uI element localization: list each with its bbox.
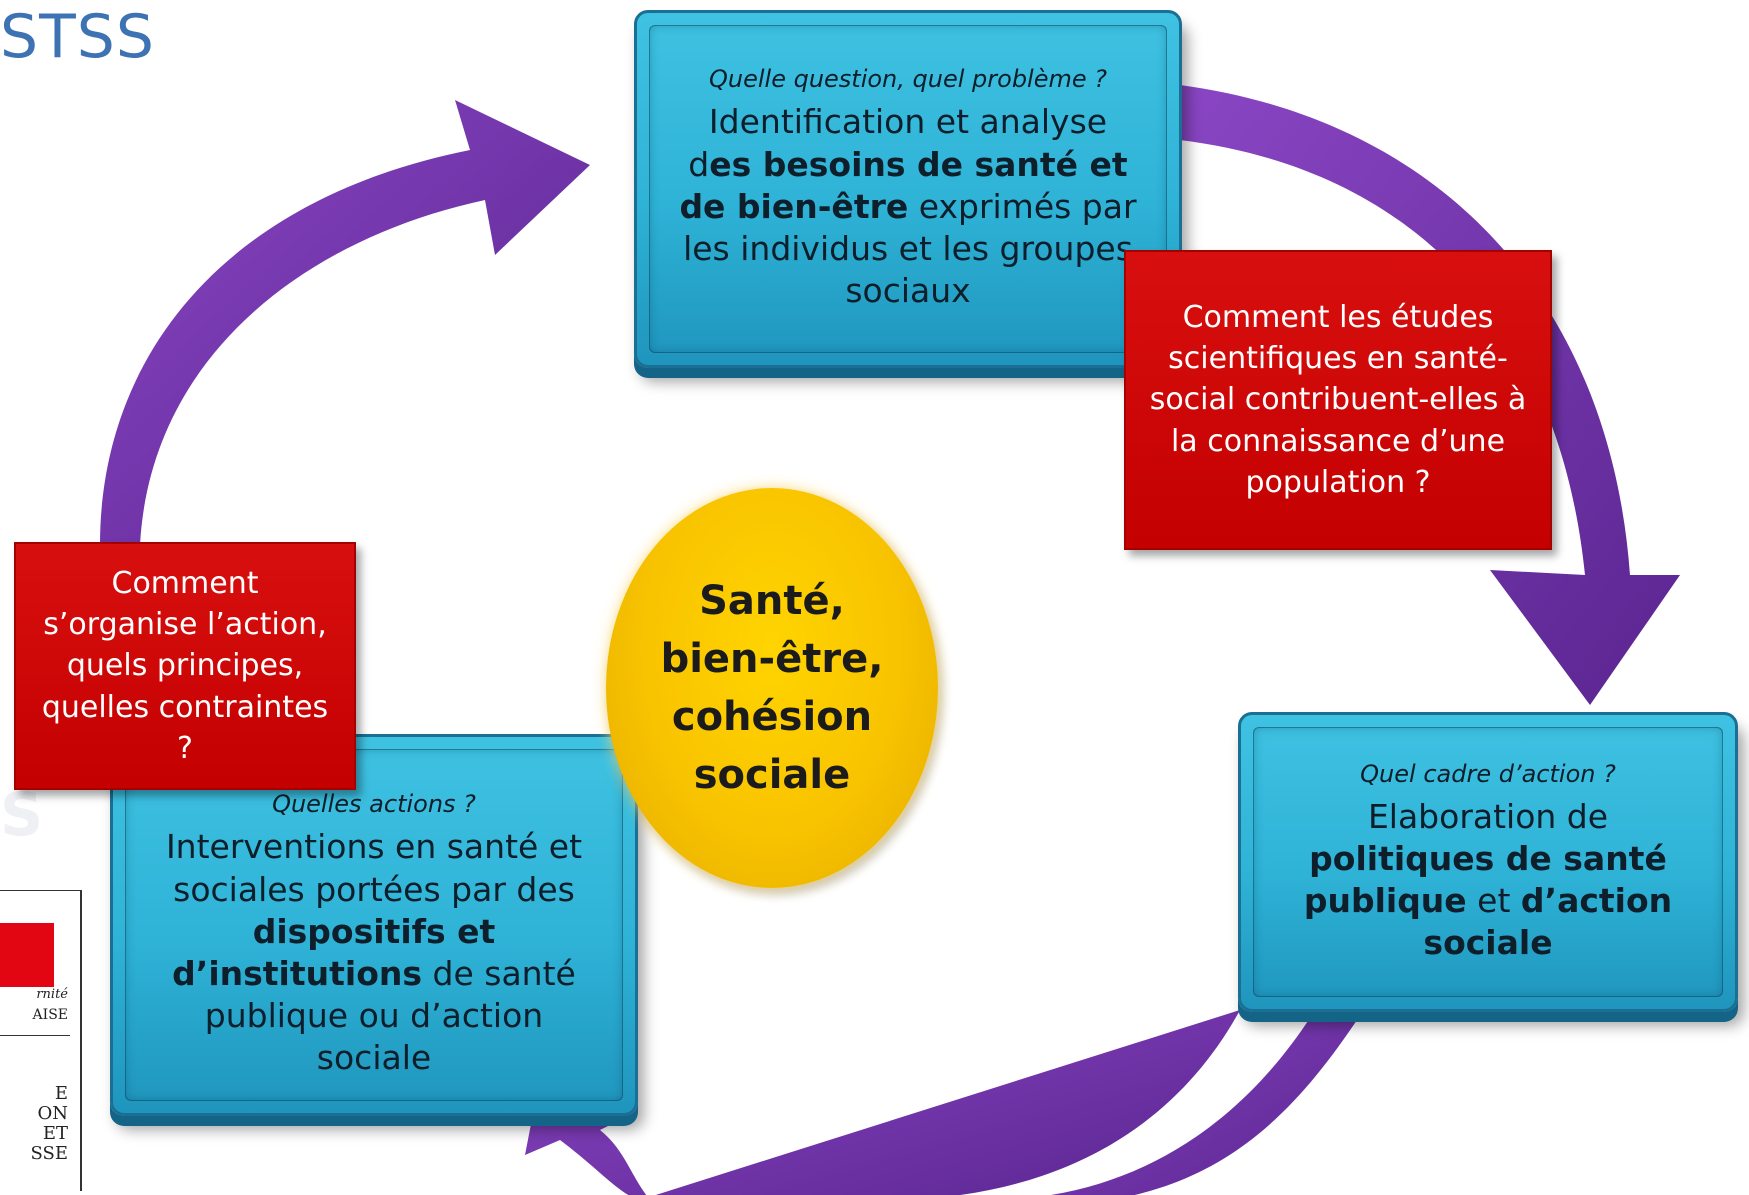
- question-organisation-text: Comment s’organise l’action, quels princ…: [41, 565, 329, 767]
- step-needs-text: Identification et analyse des besoins de…: [679, 102, 1137, 311]
- institution-logo: rnité AISE E ON ET SSE: [0, 890, 82, 1191]
- question-organisation-box: Comment s’organise l’action, quels princ…: [14, 542, 356, 790]
- step-actions-box: Quelles actions ? Interventions en santé…: [110, 734, 638, 1116]
- arrow-policies-to-actions: [525, 1000, 1240, 1195]
- step-needs-box: Quelle question, quel problème ? Identif…: [634, 10, 1182, 368]
- step-actions-text: Interventions en santé et sociales porté…: [165, 827, 583, 1078]
- logo-fragment-4: ON: [37, 1103, 68, 1124]
- question-studies-text: Comment les études scientifiques en sant…: [1149, 299, 1527, 501]
- step-policies-box: Quel cadre d’action ? Elaboration de pol…: [1238, 712, 1738, 1012]
- center-label: Santé, bien-être, cohésion sociale: [660, 578, 884, 798]
- logo-fragment-6: SSE: [30, 1143, 69, 1164]
- step-policies-question: Quel cadre d’action ?: [1360, 759, 1616, 788]
- logo-divider: [0, 1035, 70, 1036]
- step-needs-question: Quelle question, quel problème ?: [708, 65, 1107, 94]
- logo-red-block: [0, 923, 54, 987]
- question-studies-box: Comment les études scientifiques en sant…: [1124, 250, 1552, 550]
- logo-fragment-1: rnité: [36, 987, 68, 1002]
- logo-fragment-2: AISE: [32, 1007, 68, 1023]
- page-title: STSS: [0, 2, 155, 72]
- step-actions-question: Quelles actions ?: [272, 790, 476, 819]
- step-policies-text: Elaboration de politiques de santé publi…: [1303, 796, 1673, 963]
- arrow-organisation-to-needs: [100, 100, 590, 545]
- logo-fragment-3: E: [54, 1083, 68, 1104]
- watermark-letter: S: [0, 780, 44, 850]
- arrow-needs-to-policies: [1180, 85, 1680, 705]
- center-circle: Santé, bien-être, cohésion sociale: [606, 488, 938, 888]
- logo-fragment-5: ET: [42, 1123, 68, 1144]
